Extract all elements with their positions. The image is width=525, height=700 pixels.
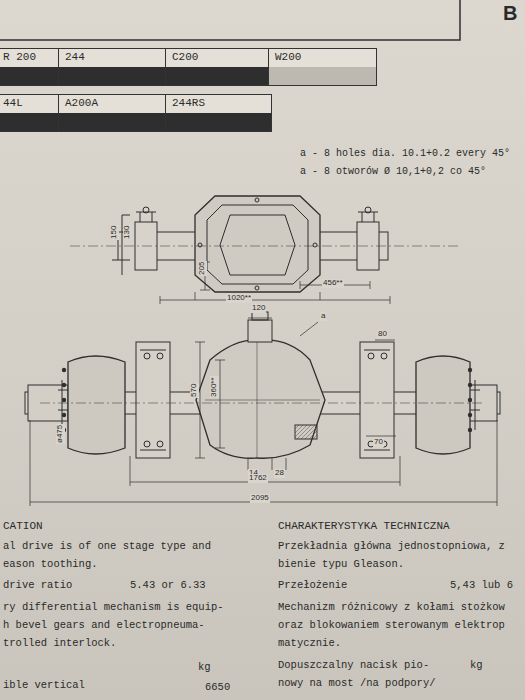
model-tab: W200 bbox=[268, 48, 377, 86]
dimension: 80 bbox=[377, 330, 388, 339]
tab-band bbox=[269, 67, 376, 85]
dimension: ø475 bbox=[56, 424, 65, 444]
tab-band bbox=[59, 67, 166, 85]
dimension: a bbox=[320, 312, 326, 321]
page-letter: B bbox=[503, 2, 517, 24]
wheel-stud bbox=[62, 383, 66, 387]
dimension: 1762 bbox=[248, 474, 268, 483]
tab-band bbox=[0, 67, 59, 85]
spec-text: ible vertical bbox=[3, 680, 85, 692]
spec-text: Mechanizm różnicowy z kołami stożkow bbox=[278, 602, 505, 614]
spec-text: Przekładnia główna jednostopniowa, z bbox=[278, 541, 505, 553]
dimension: 70 bbox=[373, 438, 384, 447]
spec-text: kg bbox=[470, 660, 483, 672]
tab-band bbox=[59, 113, 166, 131]
wheel-stud bbox=[468, 368, 472, 372]
wheel-stud bbox=[468, 428, 472, 432]
spec-text: ry differential mechanism is equip- bbox=[3, 602, 224, 614]
section-heading: CHARAKTERYSTYKA TECHNICZNA bbox=[278, 520, 450, 532]
model-name: R 200 bbox=[0, 49, 59, 63]
dimension: 570 bbox=[190, 383, 199, 398]
model-tab: R 200 bbox=[0, 48, 60, 86]
model-tab: 244RS bbox=[165, 94, 272, 132]
wheel-stud bbox=[62, 413, 66, 417]
spec-text: kg bbox=[198, 662, 211, 674]
model-tab: A200A bbox=[58, 94, 167, 132]
spec-text: 5.43 or 6.33 bbox=[130, 580, 206, 592]
dimension: 205 bbox=[198, 261, 207, 276]
model-name: A200A bbox=[59, 95, 166, 109]
spec-text: bienie typu Gleason. bbox=[278, 559, 404, 571]
wheel-stud bbox=[468, 398, 472, 402]
model-name: 244 bbox=[59, 49, 166, 63]
spec-text: Przełożenie bbox=[278, 580, 347, 592]
tab-band bbox=[0, 113, 59, 131]
wheel-stud bbox=[62, 398, 66, 402]
wheel-stud bbox=[468, 383, 472, 387]
wheel-stud bbox=[468, 413, 472, 417]
dimension: 150 bbox=[110, 225, 119, 240]
spec-text: drive ratio bbox=[3, 580, 72, 592]
tab-band bbox=[166, 113, 271, 131]
model-tab: 44L bbox=[0, 94, 60, 132]
spec-text: 6650 bbox=[205, 682, 230, 694]
section-heading: CATION bbox=[3, 520, 43, 532]
dimension: 1020** bbox=[226, 294, 252, 303]
model-name: C200 bbox=[166, 49, 271, 63]
spec-text: h bevel gears and electropneuma- bbox=[3, 620, 205, 632]
spec-text: a - 8 otworów Ø 10,1+0,2 co 45° bbox=[300, 166, 486, 177]
spec-text: eason toothing. bbox=[3, 559, 98, 571]
dimension: 2095 bbox=[250, 494, 270, 503]
spec-text: trolled interlock. bbox=[3, 638, 116, 650]
spec-text: Dopuszczalny nacisk pio- bbox=[278, 660, 429, 672]
spec-text: matycznie. bbox=[278, 638, 341, 650]
spec-text: oraz blokowaniem sterowanym elektrop bbox=[278, 620, 505, 632]
spec-text: a - 8 holes dia. 10.1+0.2 every 45° bbox=[300, 148, 510, 159]
spec-text: al drive is of one stage type and bbox=[3, 541, 211, 553]
tab-band bbox=[166, 67, 271, 85]
dimension: 456** bbox=[322, 279, 344, 288]
model-name: W200 bbox=[269, 49, 376, 63]
model-tab: 244 bbox=[58, 48, 167, 86]
dimension: 130 bbox=[123, 225, 132, 240]
dimension: 28 bbox=[274, 469, 285, 478]
spec-text: 5,43 lub 6 bbox=[450, 580, 513, 592]
model-name: 44L bbox=[0, 95, 59, 109]
model-name: 244RS bbox=[166, 95, 271, 109]
wheel-stud bbox=[62, 368, 66, 372]
dimension: 120 bbox=[251, 304, 266, 313]
dimension: 360** bbox=[210, 376, 219, 398]
spec-text: nowy na most /na podpory/ bbox=[278, 678, 436, 690]
model-tab: C200 bbox=[165, 48, 272, 86]
